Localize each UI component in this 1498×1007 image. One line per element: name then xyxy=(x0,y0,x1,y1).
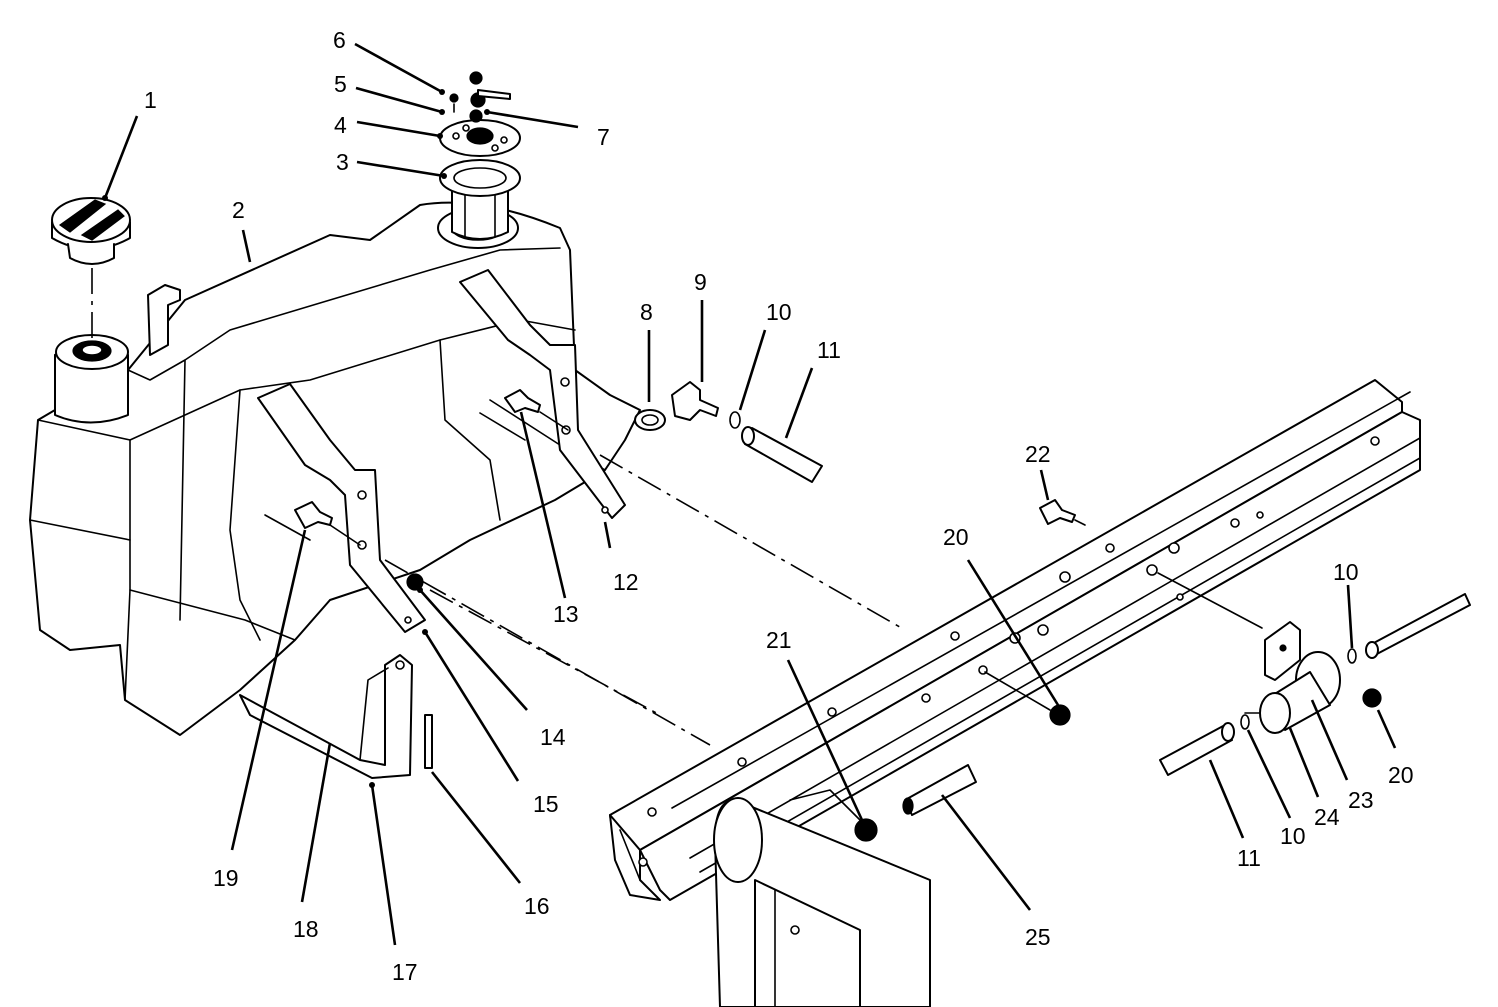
callout-3: 3 xyxy=(336,149,445,178)
callout-18: 18 xyxy=(293,742,332,942)
callout-16-label: 16 xyxy=(524,893,550,919)
callout-23-label: 23 xyxy=(1348,787,1374,813)
callout-17: 17 xyxy=(370,784,418,985)
callout-9-label: 9 xyxy=(694,269,707,295)
callout-1: 1 xyxy=(103,87,157,199)
callout-12-label: 12 xyxy=(613,569,639,595)
callout-10-bottom-label: 10 xyxy=(1280,823,1306,849)
fuel-cap xyxy=(51,197,131,265)
callout-8-label: 8 xyxy=(640,299,653,325)
callout-25-label: 25 xyxy=(1025,924,1051,950)
callout-5: 5 xyxy=(334,71,443,114)
alignment-lines xyxy=(91,268,1263,746)
callout-20-top-label: 20 xyxy=(943,524,969,550)
callout-15-label: 15 xyxy=(533,791,559,817)
callout-5-label: 5 xyxy=(334,71,347,97)
callout-6-label: 6 xyxy=(333,27,346,53)
callout-1-label: 1 xyxy=(144,87,157,113)
callout-8: 8 xyxy=(640,299,653,402)
callout-22-label: 22 xyxy=(1025,441,1051,467)
callout-23: 23 xyxy=(1310,699,1374,813)
callout-19: 19 xyxy=(213,529,307,891)
callout-11-top: 11 xyxy=(784,337,841,439)
callout-20-right-label: 20 xyxy=(1388,762,1414,788)
callout-11-bottom: 11 xyxy=(1208,759,1261,871)
callout-25: 25 xyxy=(940,794,1051,950)
bolts-and-nuts xyxy=(294,389,1076,842)
callout-13-label: 13 xyxy=(553,601,579,627)
callout-22: 22 xyxy=(1025,441,1051,501)
callout-7: 7 xyxy=(486,110,610,150)
callout-14-label: 14 xyxy=(540,724,566,750)
callout-10-top-label: 10 xyxy=(766,299,792,325)
callout-14: 14 xyxy=(419,589,566,750)
callout-6: 6 xyxy=(333,27,443,94)
callout-12: 12 xyxy=(603,521,639,595)
callout-20-top: 20 xyxy=(943,524,1060,706)
fuel-filter xyxy=(1244,621,1382,734)
cross-tube xyxy=(713,789,931,1007)
tank-straps xyxy=(257,269,626,633)
callout-4-label: 4 xyxy=(334,112,347,138)
callout-21-label: 21 xyxy=(766,627,792,653)
callout-10-right: 10 xyxy=(1333,559,1359,649)
callout-13: 13 xyxy=(519,411,579,627)
callout-11-bottom-label: 11 xyxy=(1237,845,1261,871)
callout-10-right-label: 10 xyxy=(1333,559,1359,585)
callout-2-label: 2 xyxy=(232,197,245,223)
callouts: 1 2 3 4 5 6 7 8 xyxy=(103,27,1414,985)
callout-24: 24 xyxy=(1288,727,1340,830)
callout-11-top-label: 11 xyxy=(817,337,841,363)
frame-rail xyxy=(609,379,1421,901)
callout-2: 2 xyxy=(232,197,252,263)
callout-7-label: 7 xyxy=(597,124,610,150)
callout-9: 9 xyxy=(694,269,707,382)
callout-21: 21 xyxy=(766,627,864,821)
callout-18-label: 18 xyxy=(293,916,319,942)
support-bracket xyxy=(239,654,413,779)
callout-4: 4 xyxy=(334,112,441,138)
callout-24-label: 24 xyxy=(1314,804,1340,830)
fuel-sender xyxy=(439,71,521,240)
hose-fittings xyxy=(634,381,1471,816)
callout-17-label: 17 xyxy=(392,959,418,985)
leader-dots xyxy=(102,89,490,788)
callout-16: 16 xyxy=(430,771,550,919)
callout-19-label: 19 xyxy=(213,865,239,891)
callout-3-label: 3 xyxy=(336,149,349,175)
callout-20-right: 20 xyxy=(1376,709,1414,788)
callout-10-top: 10 xyxy=(738,299,792,411)
callout-15: 15 xyxy=(423,631,559,817)
callout-10-bottom: 10 xyxy=(1246,729,1306,849)
